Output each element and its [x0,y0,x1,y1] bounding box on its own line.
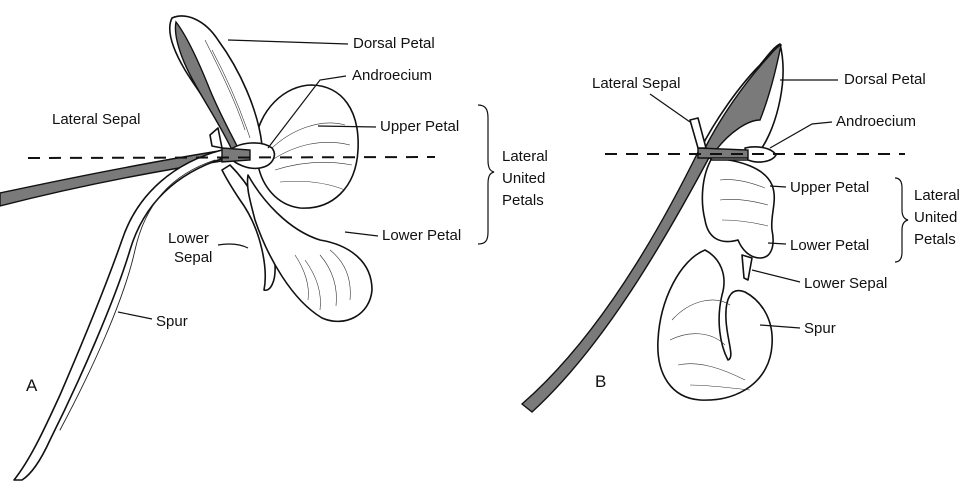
label-a-lateral-united-2: United [502,170,545,187]
label-b-dorsal-petal: Dorsal Petal [844,71,926,88]
panel-b-lower-sepal-shape [742,255,752,280]
panel-b-spur-shape [658,250,772,400]
panel-a-spur-groove [60,160,215,430]
label-a-upper-petal: Upper Petal [380,118,459,135]
label-b-lateral-united-1: Lateral [914,187,960,204]
label-b-lower-petal: Lower Petal [790,237,869,254]
panel-a-letter: A [26,376,38,395]
label-b-lateral-united-3: Petals [914,231,956,248]
label-b-upper-petal: Upper Petal [790,179,869,196]
panel-a-spur-shape [14,150,224,480]
label-a-androecium: Androecium [352,67,432,84]
label-b-androecium: Androecium [836,113,916,130]
panel-a-column-dark [222,148,250,162]
label-a-lateral-sepal: Lateral Sepal [52,111,140,128]
label-b-lateral-sepal: Lateral Sepal [592,75,680,92]
label-a-lower-sepal-2: Sepal [174,249,212,266]
label-a-lower-sepal-1: Lower [168,230,209,247]
label-a-spur: Spur [156,313,188,330]
panel-a-lateral-sepal-shape [210,128,222,148]
label-a-lateral-united-1: Lateral [502,148,548,165]
label-a-lower-petal: Lower Petal [382,227,461,244]
panel-b-united-petals-shape [702,158,774,258]
label-b-lower-sepal: Lower Sepal [804,275,887,292]
panel-b-letter: B [595,372,606,391]
label-a-dorsal-petal: Dorsal Petal [353,35,435,52]
panel-b-lateral-sepal-shape [690,118,706,148]
panel-b-drawing [522,44,783,412]
label-b-spur: Spur [804,320,836,337]
label-a-lateral-united-3: Petals [502,192,544,209]
label-b-lateral-united-2: United [914,209,957,226]
